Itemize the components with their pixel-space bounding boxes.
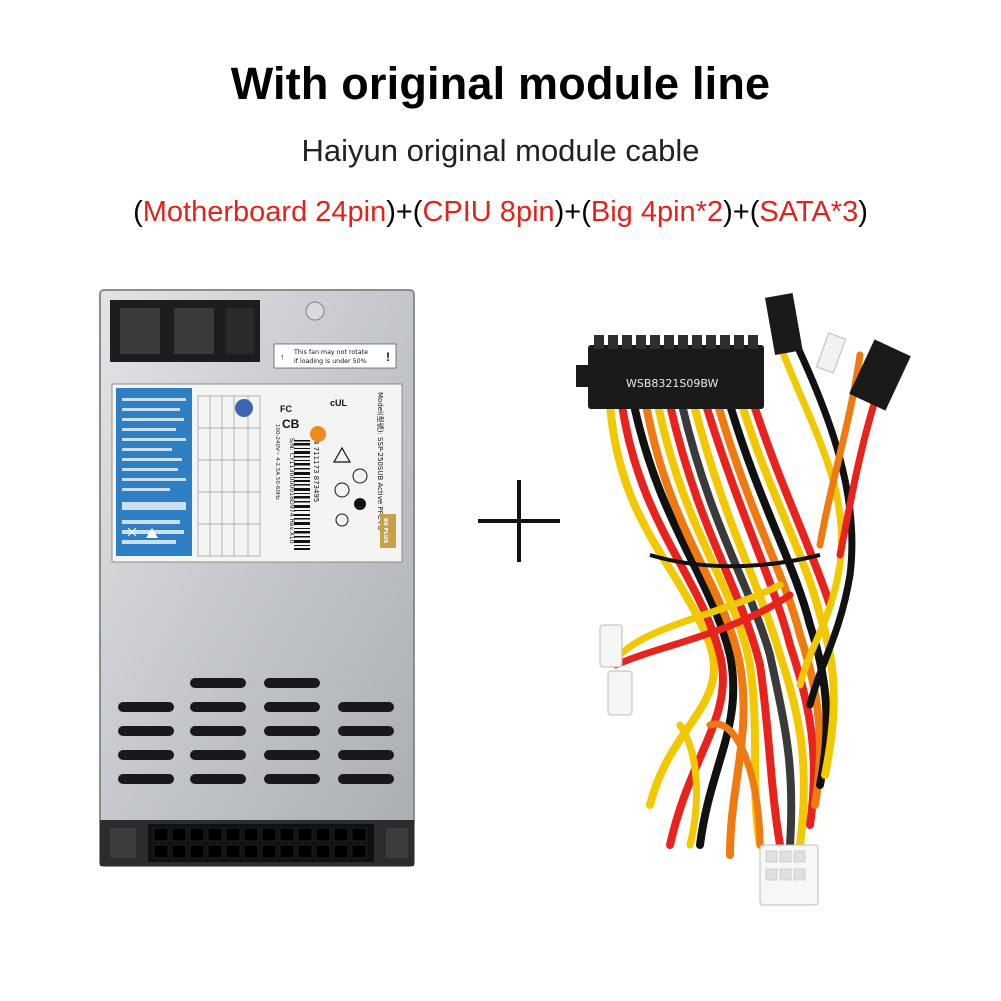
spec-part: )+( bbox=[554, 196, 591, 228]
sata-connector-1 bbox=[765, 293, 803, 356]
spec-part: )+( bbox=[386, 196, 423, 228]
molex-4pin-connector-1 bbox=[599, 624, 623, 668]
spec-part-big4pin: Big 4pin*2 bbox=[590, 196, 724, 228]
molex-4pin-connector-2 bbox=[607, 670, 633, 716]
psu-barcode-digits: 4 711173 873495 bbox=[312, 440, 320, 502]
barcode-icon bbox=[294, 440, 310, 550]
sata-connector-2 bbox=[849, 339, 911, 411]
spec-part: ) bbox=[858, 196, 868, 228]
plus80-badge-label: 80 PLUS bbox=[382, 518, 388, 543]
module-cable-image: WSB8321S09BW bbox=[576, 293, 911, 906]
psu-spec-label: 100-240V~ 4-2.5A 50-60Hz Model(型號): SSP-… bbox=[111, 383, 403, 563]
cable-tie bbox=[649, 553, 821, 569]
page-title: With original module line bbox=[230, 58, 771, 109]
psu-output-connector bbox=[100, 820, 414, 866]
plus-icon bbox=[478, 480, 560, 562]
up-arrow-icon: ↑ bbox=[280, 352, 285, 362]
weee-bin-icon bbox=[127, 527, 137, 537]
tuv-mark-icon bbox=[235, 399, 253, 417]
connector-label: WSB8321S09BW bbox=[626, 377, 719, 390]
exclamation-icon: ! bbox=[386, 350, 390, 364]
plus80-badge bbox=[380, 514, 396, 548]
psu-rating-text: 100-240V~ 4-2.5A 50-60Hz bbox=[274, 424, 280, 500]
motherboard-24pin-connector: WSB8321S09BW bbox=[576, 335, 764, 409]
connector-spec-line: (Motherboard 24pin)+(CPIU 8pin)+(Big 4pi… bbox=[0, 196, 1001, 229]
fan-warning-line2: if loading is under 50% bbox=[294, 358, 367, 365]
ul-mark-icon: cUL bbox=[330, 398, 348, 408]
recycle-mark-icon bbox=[354, 498, 366, 510]
spec-part-cpu: CPIU 8pin bbox=[422, 196, 555, 228]
fan-warning-line1: This fan may not rotate bbox=[293, 349, 368, 356]
screw-icon bbox=[305, 301, 325, 321]
sata-connector-3 bbox=[815, 332, 847, 374]
psu-model-text: Model(型號): SSP-250SUB Active PFC F0 bbox=[376, 392, 385, 530]
fc-mark-icon: FC bbox=[280, 404, 292, 414]
hazard-triangle-icon bbox=[146, 528, 158, 538]
fan-warning-sticker: ↑ This fan may not rotate if loading is … bbox=[273, 343, 397, 369]
cb-mark-icon: CB bbox=[282, 417, 300, 431]
vent-grille bbox=[118, 678, 394, 784]
ccc-mark-icon bbox=[334, 482, 350, 498]
china-rohs-icon bbox=[310, 426, 326, 442]
warning-triangle-icon bbox=[332, 446, 352, 463]
spec-part: )+( bbox=[723, 196, 760, 228]
ground-mark-icon bbox=[335, 513, 349, 527]
psu-serial-text: S/N: CY1130000018D974 Rev.X10 bbox=[288, 438, 295, 544]
spec-part-sata: SATA*3 bbox=[759, 196, 859, 228]
page-subtitle: Haiyun original module cable bbox=[301, 133, 700, 168]
ce-mark-icon bbox=[352, 468, 368, 484]
spec-part-motherboard: Motherboard 24pin bbox=[142, 196, 387, 228]
wire-bundle bbox=[606, 331, 884, 859]
power-supply-image: ↑ This fan may not rotate if loading is … bbox=[99, 289, 415, 867]
fan-grille bbox=[110, 300, 260, 362]
spec-part: ( bbox=[133, 196, 143, 228]
cpu-8pin-connector bbox=[759, 844, 819, 906]
